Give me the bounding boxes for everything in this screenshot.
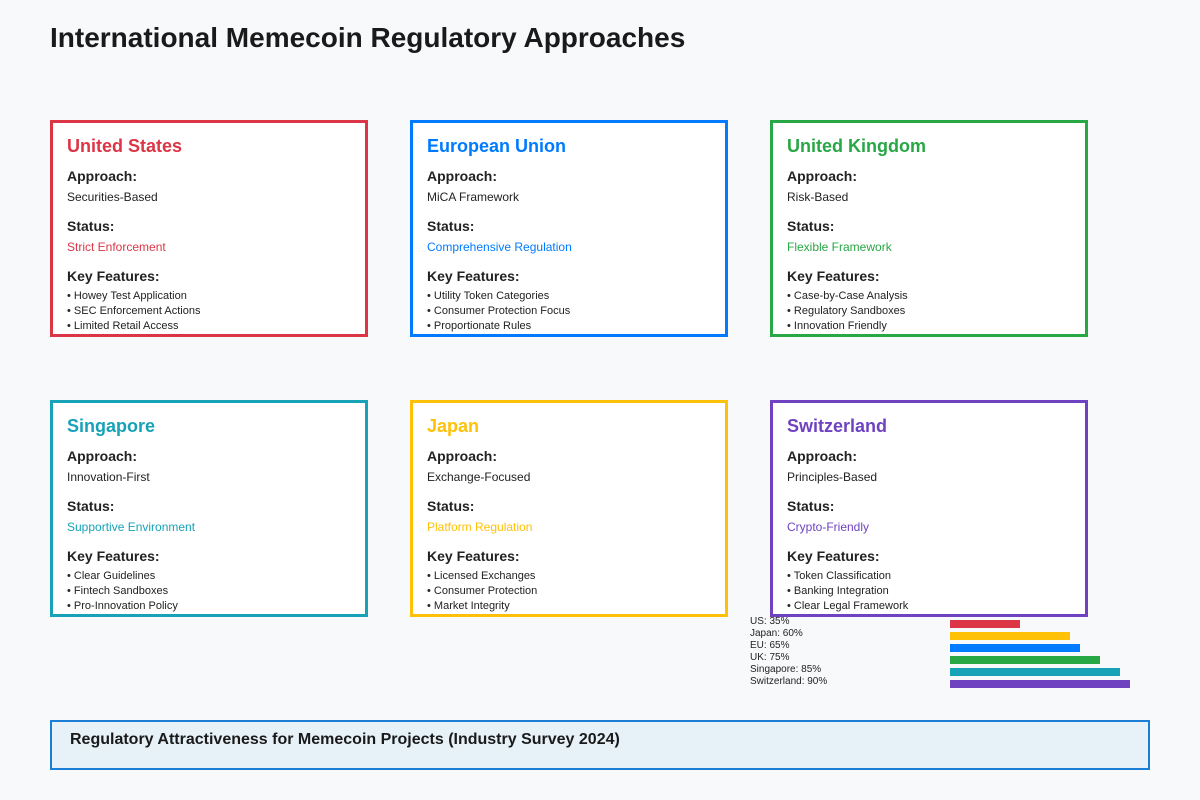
region-name: Switzerland xyxy=(787,416,888,436)
approach-label: Approach: xyxy=(787,448,857,464)
features-list: Howey Test ApplicationSEC Enforcement Ac… xyxy=(67,289,351,334)
status-value: Comprehensive Regulation xyxy=(427,240,572,254)
approach-value: Risk-Based xyxy=(787,190,849,204)
region-name: United States xyxy=(67,136,183,156)
approach-label: Approach: xyxy=(67,168,137,184)
status-value: Crypto-Friendly xyxy=(787,520,870,534)
bar-label: Japan: 60% xyxy=(750,628,803,639)
status-label: Status: xyxy=(787,498,835,514)
approach-value: Exchange-Focused xyxy=(427,470,531,484)
feature-item: Fintech Sandboxes xyxy=(67,584,351,599)
feature-item: Banking Integration xyxy=(787,584,1071,599)
bar-label: UK: 75% xyxy=(750,652,790,663)
region-card: United Kingdom Approach: Risk-Based Stat… xyxy=(770,120,1088,337)
survey-bars xyxy=(950,620,1130,692)
feature-item: Innovation Friendly xyxy=(787,319,1071,334)
page-title: International Memecoin Regulatory Approa… xyxy=(50,22,686,53)
status-value: Supportive Environment xyxy=(67,520,196,534)
feature-item: Regulatory Sandboxes xyxy=(787,304,1071,319)
approach-label: Approach: xyxy=(427,448,497,464)
feature-item: Pro-Innovation Policy xyxy=(67,599,351,614)
bar-label: EU: 65% xyxy=(750,640,790,651)
feature-item: Case-by-Case Analysis xyxy=(787,289,1071,304)
approach-value: Securities-Based xyxy=(67,190,158,204)
region-name: Japan xyxy=(427,416,480,436)
survey-bar xyxy=(950,668,1120,676)
features-list: Utility Token CategoriesConsumer Protect… xyxy=(427,289,711,334)
features-label: Key Features: xyxy=(787,268,880,284)
features-list: Case-by-Case AnalysisRegulatory Sandboxe… xyxy=(787,289,1071,334)
features-list: Token ClassificationBanking IntegrationC… xyxy=(787,569,1071,614)
survey-bar-labels: US: 35%Japan: 60%EU: 65%UK: 75%Singapore… xyxy=(750,616,827,688)
bar-label: Switzerland: 90% xyxy=(750,676,828,687)
features-label: Key Features: xyxy=(67,548,160,564)
feature-item: Clear Legal Framework xyxy=(787,599,1071,614)
status-label: Status: xyxy=(67,498,115,514)
approach-label: Approach: xyxy=(787,168,857,184)
status-label: Status: xyxy=(787,218,835,234)
features-label: Key Features: xyxy=(67,268,160,284)
region-card: Singapore Approach: Innovation-First Sta… xyxy=(50,400,368,617)
feature-item: Utility Token Categories xyxy=(427,289,711,304)
approach-value: Innovation-First xyxy=(67,470,150,484)
region-name: Singapore xyxy=(67,416,156,436)
status-value: Strict Enforcement xyxy=(67,240,166,254)
feature-item: Token Classification xyxy=(787,569,1071,584)
region-card: European Union Approach: MiCA Framework … xyxy=(410,120,728,337)
survey-bar xyxy=(950,644,1080,652)
region-name: European Union xyxy=(427,136,566,156)
region-card: United States Approach: Securities-Based… xyxy=(50,120,368,337)
feature-item: SEC Enforcement Actions xyxy=(67,304,351,319)
bar-label: US: 35% xyxy=(750,616,790,627)
feature-item: Consumer Protection xyxy=(427,584,711,599)
survey-title: Regulatory Attractiveness for Memecoin P… xyxy=(70,731,620,748)
approach-label: Approach: xyxy=(427,168,497,184)
status-value: Flexible Framework xyxy=(787,240,892,254)
approach-label: Approach: xyxy=(67,448,137,464)
feature-item: Licensed Exchanges xyxy=(427,569,711,584)
survey-bar xyxy=(950,620,1020,628)
features-list: Clear GuidelinesFintech SandboxesPro-Inn… xyxy=(67,569,351,614)
features-label: Key Features: xyxy=(787,548,880,564)
region-card: Japan Approach: Exchange-Focused Status:… xyxy=(410,400,728,617)
feature-item: Consumer Protection Focus xyxy=(427,304,711,319)
survey-bar xyxy=(950,632,1070,640)
status-label: Status: xyxy=(67,218,115,234)
approach-value: Principles-Based xyxy=(787,470,878,484)
features-label: Key Features: xyxy=(427,268,520,284)
survey-bar xyxy=(950,656,1100,664)
feature-item: Clear Guidelines xyxy=(67,569,351,584)
bar-label: Singapore: 85% xyxy=(750,664,822,675)
survey-panel: Regulatory Attractiveness for Memecoin P… xyxy=(50,720,1150,770)
status-label: Status: xyxy=(427,218,475,234)
feature-item: Limited Retail Access xyxy=(67,319,351,334)
features-label: Key Features: xyxy=(427,548,520,564)
feature-item: Market Integrity xyxy=(427,599,711,614)
features-list: Licensed ExchangesConsumer ProtectionMar… xyxy=(427,569,711,614)
region-name: United Kingdom xyxy=(787,136,926,156)
region-card: Switzerland Approach: Principles-Based S… xyxy=(770,400,1088,617)
status-label: Status: xyxy=(427,498,475,514)
approach-value: MiCA Framework xyxy=(427,190,520,204)
feature-item: Proportionate Rules xyxy=(427,319,711,334)
status-value: Platform Regulation xyxy=(427,520,533,534)
survey-bar xyxy=(950,680,1130,688)
feature-item: Howey Test Application xyxy=(67,289,351,304)
